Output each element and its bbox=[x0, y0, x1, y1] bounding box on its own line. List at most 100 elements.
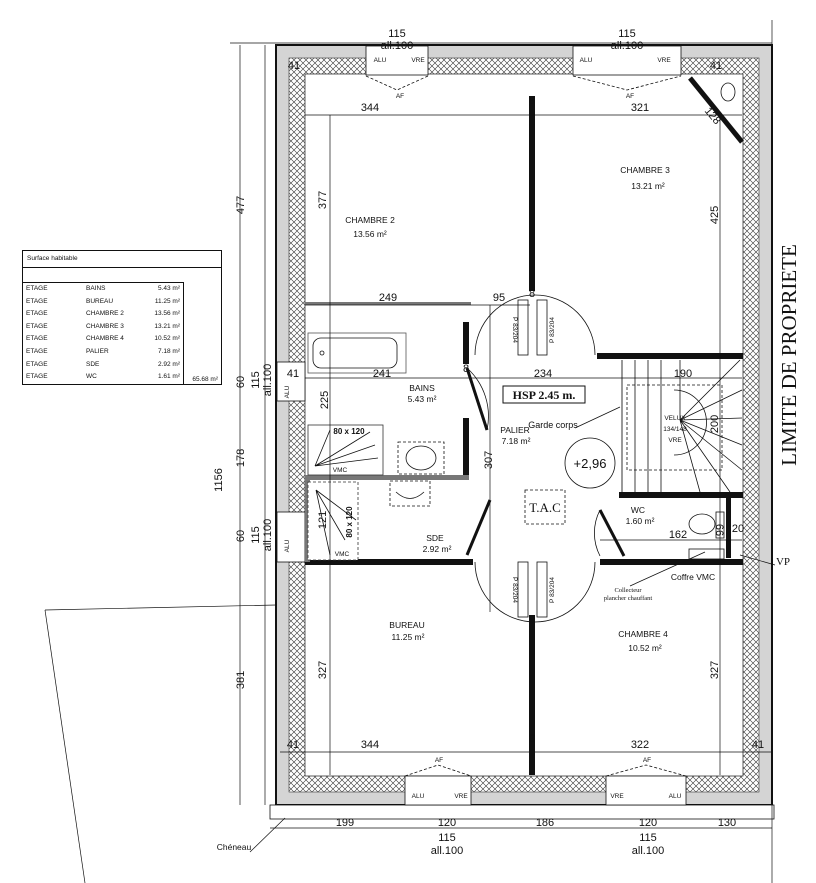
svg-text:1156: 1156 bbox=[213, 468, 225, 492]
svg-text:VRE: VRE bbox=[610, 793, 624, 800]
coffre-vmc-label: Coffre VMC bbox=[671, 572, 715, 582]
svg-text:HSP 2.45 m.: HSP 2.45 m. bbox=[513, 388, 576, 402]
svg-text:AF: AF bbox=[396, 93, 404, 100]
cell-room: SDE bbox=[86, 360, 100, 368]
limite-propriete-label: LIMITE DE PROPRIETE bbox=[777, 244, 801, 466]
svg-text:VELUX: VELUX bbox=[664, 415, 686, 422]
left-dimensions: 1156 477 60 178 60 381 115 all.100 115 a… bbox=[213, 196, 274, 689]
svg-text:CHAMBRE 4: CHAMBRE 4 bbox=[618, 629, 668, 639]
svg-text:P 83/204: P 83/204 bbox=[511, 317, 518, 343]
window-left-bottom: ALU bbox=[276, 511, 306, 563]
doors: P 83/204 P 83/204 P 83/204 P 83/204 bbox=[465, 294, 626, 623]
collecteur-leader bbox=[629, 551, 706, 587]
svg-text:ALU: ALU bbox=[669, 793, 682, 800]
cell-room: BAINS bbox=[86, 285, 106, 292]
collecteur-label-2: plancher chauffant bbox=[604, 595, 653, 602]
svg-text:249: 249 bbox=[379, 292, 397, 304]
surface-table-title: Surface habitable bbox=[23, 251, 221, 268]
svg-text:186: 186 bbox=[536, 817, 554, 829]
svg-text:ALU: ALU bbox=[412, 793, 425, 800]
shower-top: 80 x 120 VMC bbox=[307, 424, 384, 476]
cell-level: ETAGE bbox=[26, 347, 48, 355]
svg-text:381: 381 bbox=[235, 671, 247, 689]
cell-level: ETAGE bbox=[26, 335, 48, 343]
window-left-top: ALU bbox=[276, 361, 306, 402]
svg-text:327: 327 bbox=[317, 661, 329, 679]
svg-text:327: 327 bbox=[709, 661, 721, 679]
svg-text:BAINS: BAINS bbox=[409, 383, 435, 393]
exterior-walls bbox=[275, 44, 773, 806]
svg-text:all.100: all.100 bbox=[632, 845, 664, 857]
svg-text:all.100: all.100 bbox=[431, 845, 463, 857]
staircase[interactable]: VELUX 134/148 VRE bbox=[621, 359, 743, 493]
svg-text:VRE: VRE bbox=[657, 57, 671, 64]
svg-text:5.43 m²: 5.43 m² bbox=[408, 394, 437, 404]
bottom-dimensions: 199 120 186 120 130 115 all.100 115 all.… bbox=[336, 817, 736, 857]
svg-text:all.100: all.100 bbox=[611, 40, 643, 52]
cell-area: 13.56 m² bbox=[154, 310, 180, 318]
cell-level: ETAGE bbox=[26, 285, 48, 292]
cell-room: CHAMBRE 4 bbox=[86, 335, 124, 343]
svg-text:ALU: ALU bbox=[284, 539, 291, 552]
svg-text:178: 178 bbox=[235, 449, 247, 467]
svg-text:60: 60 bbox=[235, 376, 247, 388]
svg-text:all.100: all.100 bbox=[262, 519, 274, 551]
svg-text:AF: AF bbox=[626, 93, 634, 100]
svg-text:8: 8 bbox=[463, 363, 469, 375]
window-bottom-right: VRE ALU AF bbox=[605, 757, 687, 806]
svg-text:41: 41 bbox=[752, 739, 764, 751]
svg-text:115: 115 bbox=[250, 371, 262, 389]
collecteur-label-1: Collecteur bbox=[614, 587, 642, 594]
svg-text:234: 234 bbox=[534, 368, 552, 380]
cell-area: 2.92 m² bbox=[157, 360, 180, 368]
svg-text:13.21 m²: 13.21 m² bbox=[631, 181, 665, 191]
svg-text:PALIER: PALIER bbox=[500, 425, 530, 435]
svg-text:7.18 m²: 7.18 m² bbox=[502, 436, 531, 446]
window-top-right: ALU VRE AF bbox=[572, 45, 682, 100]
svg-text:VRE: VRE bbox=[454, 793, 468, 800]
cheneau-gutter bbox=[269, 804, 775, 820]
svg-text:+2,96: +2,96 bbox=[574, 456, 607, 471]
svg-text:11.25 m²: 11.25 m² bbox=[392, 632, 425, 642]
svg-text:8: 8 bbox=[529, 95, 535, 107]
svg-text:all.100: all.100 bbox=[262, 364, 274, 396]
svg-text:121: 121 bbox=[317, 511, 329, 529]
cell-area: 1.61 m² bbox=[157, 373, 180, 381]
svg-text:134/148: 134/148 bbox=[663, 426, 687, 433]
top-dimensions: 115 all.100 115 all.100 bbox=[381, 28, 643, 52]
svg-text:WC: WC bbox=[631, 505, 645, 515]
svg-text:66: 66 bbox=[713, 524, 725, 536]
svg-text:41: 41 bbox=[287, 739, 299, 751]
cell-area: 10.52 m² bbox=[154, 335, 180, 343]
svg-text:all.100: all.100 bbox=[381, 40, 413, 52]
svg-text:241: 241 bbox=[373, 368, 391, 380]
svg-text:T.A.C: T.A.C bbox=[529, 500, 561, 515]
svg-text:1.60 m²: 1.60 m² bbox=[626, 516, 655, 526]
svg-text:344: 344 bbox=[361, 102, 379, 114]
svg-text:120: 120 bbox=[639, 817, 657, 829]
tac-box: T.A.C bbox=[524, 489, 566, 525]
cell-level: ETAGE bbox=[26, 373, 48, 381]
cell-area: 13.21 m² bbox=[154, 322, 180, 330]
svg-text:41: 41 bbox=[710, 60, 722, 72]
surface-total: 65.68 m² bbox=[192, 375, 218, 383]
cell-level: ETAGE bbox=[26, 297, 48, 305]
svg-text:60: 60 bbox=[235, 530, 247, 542]
svg-text:CHAMBRE 2: CHAMBRE 2 bbox=[345, 215, 395, 225]
svg-text:115: 115 bbox=[438, 832, 456, 844]
svg-text:322: 322 bbox=[631, 739, 649, 751]
svg-text:199: 199 bbox=[336, 817, 354, 829]
svg-text:13.56 m²: 13.56 m² bbox=[353, 229, 387, 239]
svg-text:120: 120 bbox=[438, 817, 456, 829]
cell-room: WC bbox=[86, 373, 97, 381]
cell-level: ETAGE bbox=[26, 322, 48, 330]
dimension-lines bbox=[44, 20, 776, 883]
svg-text:AF: AF bbox=[435, 757, 443, 764]
svg-text:8: 8 bbox=[529, 288, 535, 300]
